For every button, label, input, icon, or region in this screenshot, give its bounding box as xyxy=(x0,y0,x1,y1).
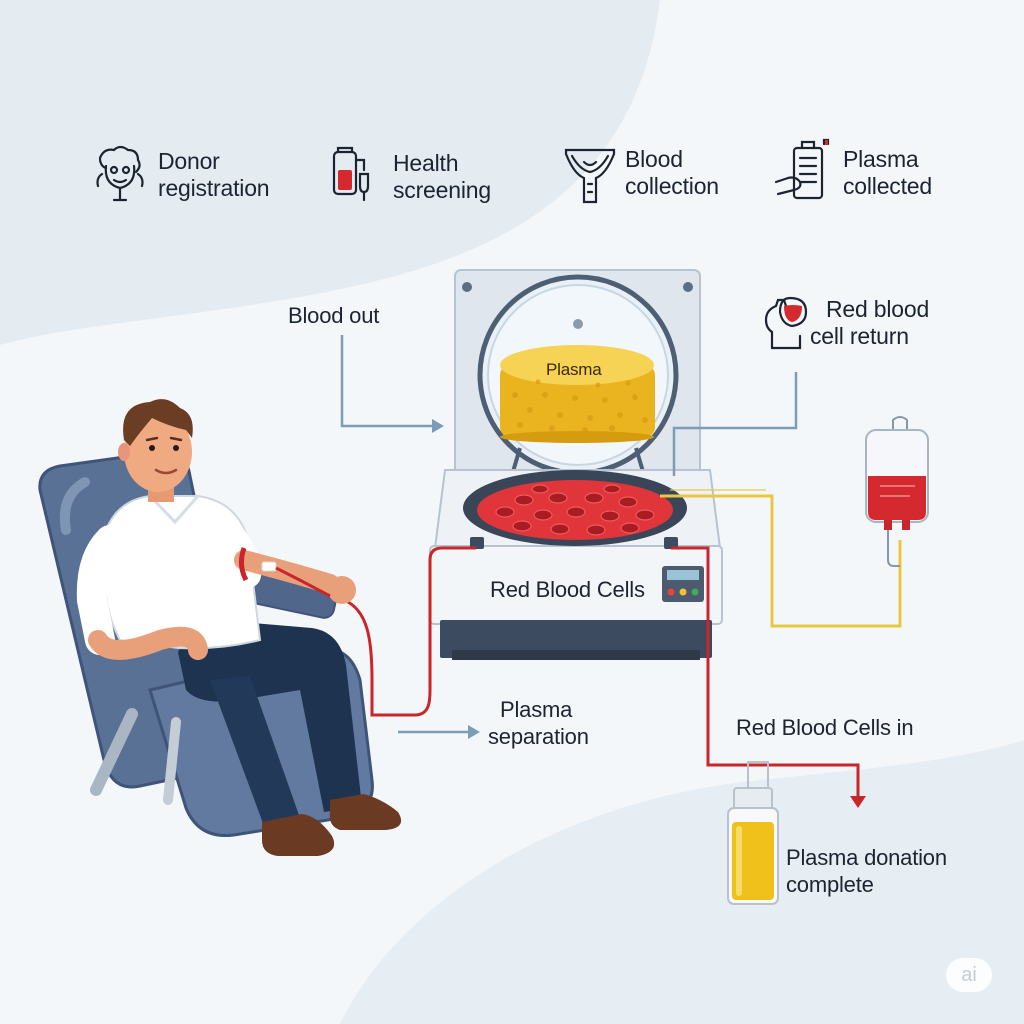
blood-out-label: Blood out xyxy=(288,303,380,328)
step-label-line1: Health xyxy=(393,150,459,176)
step-health-screening: Health screening xyxy=(393,150,491,204)
clipboard-hand-icon xyxy=(774,138,830,200)
step-label-line2: collected xyxy=(843,173,932,199)
donation-complete-line2: complete xyxy=(786,872,874,897)
rbc-return-icon xyxy=(764,296,808,350)
step-label-line1: Donor xyxy=(158,148,220,174)
centrifuge-machine xyxy=(429,269,723,660)
plasma-bottle xyxy=(727,761,779,905)
plasma-disc xyxy=(500,345,655,443)
tube-blood-out xyxy=(343,546,476,717)
collection-funnel-icon xyxy=(564,148,616,204)
tube-rbc-in xyxy=(671,546,860,800)
rbc-return-label: Red blood cell return xyxy=(810,296,930,350)
background-blob-bottom xyxy=(340,740,1024,1024)
step-blood-collection: Blood collection xyxy=(625,146,719,200)
background-blob-top xyxy=(0,0,660,345)
plasma-disc-label: Plasma xyxy=(546,360,602,379)
step-label-line1: Plasma xyxy=(843,146,919,172)
step-label-line2: screening xyxy=(393,177,491,203)
step-label-line2: collection xyxy=(625,173,719,199)
rbc-return-line1: Red blood xyxy=(826,296,930,322)
tube-rbc-return xyxy=(660,494,902,628)
iv-bag xyxy=(865,416,929,567)
red-cells xyxy=(495,484,655,536)
step-label-line1: Blood xyxy=(625,146,683,172)
step-plasma-collected: Plasma collected xyxy=(843,146,932,200)
plasma-separation-line1: Plasma xyxy=(500,697,573,722)
rbc-return-arrow xyxy=(672,372,798,476)
donor-person xyxy=(76,399,402,856)
donation-complete-line1: Plasma donation xyxy=(786,845,947,870)
blood-tube-icon xyxy=(332,146,370,202)
step-label-line2: registration xyxy=(158,175,270,201)
red-blood-cells-label: Red Blood Cells xyxy=(490,577,645,602)
rbc-return-line2: cell return xyxy=(810,323,909,349)
plasma-separation-line2: separation xyxy=(488,724,589,749)
rbc-in-arrowhead xyxy=(850,796,866,808)
step-donor-registration: Donor registration xyxy=(158,148,270,202)
ai-watermark: ai xyxy=(946,958,992,992)
plasma-separation-label: Plasma separation xyxy=(488,696,589,750)
blood-out-arrow xyxy=(340,335,438,428)
donor-head-icon xyxy=(96,145,144,202)
donation-complete-label: Plasma donation complete xyxy=(786,844,947,898)
rbc-in-label: Red Blood Cells in xyxy=(736,715,914,740)
